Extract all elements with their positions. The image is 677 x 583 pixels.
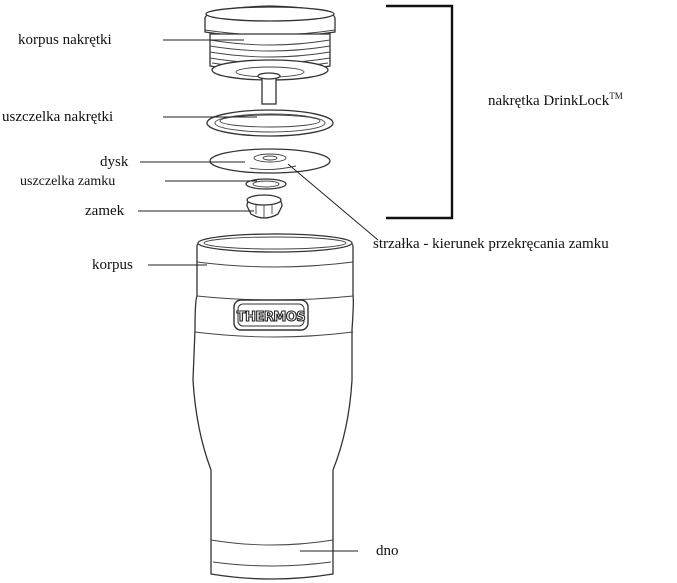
tumbler-body xyxy=(193,234,353,579)
label-dno: dno xyxy=(376,543,399,559)
label-uszczelka-zamku: uszczelka zamku xyxy=(20,174,115,189)
label-uszczelka-nakretki: uszczelka nakrętki xyxy=(2,109,113,125)
label-nakretka-drinklock: nakrętka DrinkLockTM xyxy=(488,91,623,109)
thermos-logo: THERMOS xyxy=(234,300,308,330)
label-korpus-nakretki: korpus nakrętki xyxy=(18,32,112,48)
lock xyxy=(247,195,282,218)
label-zamek: zamek xyxy=(85,203,125,219)
label-strzalka: strzałka - kierunek przekręcania zamku xyxy=(373,236,609,252)
label-dysk: dysk xyxy=(100,154,129,170)
cap-seal xyxy=(207,110,333,136)
cap-body xyxy=(205,6,335,104)
label-korpus: korpus xyxy=(92,257,133,273)
trademark-sup: TM xyxy=(609,91,623,101)
disc xyxy=(210,149,330,173)
cap-assembly-bracket xyxy=(386,6,452,218)
logo-text: THERMOS xyxy=(237,310,306,325)
nakretka-text: nakrętka DrinkLock xyxy=(488,93,610,109)
